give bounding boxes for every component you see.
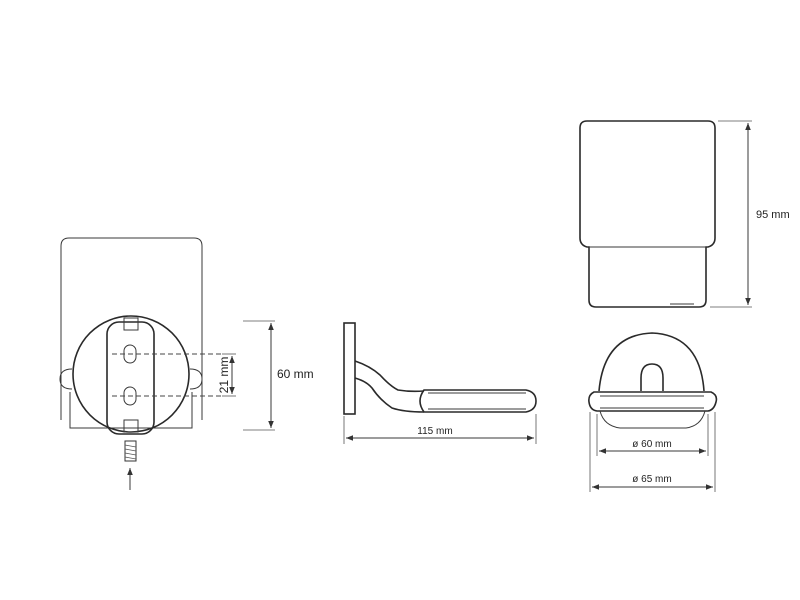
- front-right-knob: [189, 368, 203, 390]
- grub-screw-icon: [124, 440, 137, 462]
- side-view: [343, 322, 537, 415]
- front-glass-outline: [60, 237, 203, 420]
- side-arm-upper-edge: [354, 360, 425, 393]
- base-center-hole: [640, 363, 664, 391]
- base-view: [588, 332, 718, 429]
- inner-diameter-label: ø 60 mm: [632, 439, 671, 450]
- front-bottom-notch: [123, 419, 139, 433]
- hole-spacing-label: 21 mm: [217, 357, 231, 394]
- arm-length-dimension: 115 mm: [343, 414, 537, 444]
- side-wall-plate: [343, 322, 356, 415]
- front-view: [59, 237, 222, 490]
- front-backplate: [69, 392, 193, 429]
- base-lower-rim: [599, 410, 706, 429]
- inner-diameter-dimension: ø 60 mm: [596, 414, 709, 456]
- cup-height-label: 95 mm: [756, 209, 790, 221]
- hole-spacing-dimension: 21 mm: [217, 353, 236, 397]
- base-ring-band: [588, 391, 718, 412]
- front-left-knob: [59, 368, 73, 390]
- arm-length-label: 115 mm: [417, 426, 452, 437]
- front-mounting-plate: [106, 321, 155, 435]
- cup-outline: [579, 120, 716, 308]
- cup-view: [579, 120, 716, 308]
- mount-height-label: 60 mm: [277, 367, 314, 381]
- base-dome: [598, 332, 705, 392]
- front-round-base: [72, 315, 190, 433]
- outer-diameter-dimension: ø 65 mm: [589, 412, 716, 492]
- cup-height-dimension: 95 mm: [710, 120, 790, 308]
- mount-height-dimension: 60 mm: [243, 320, 314, 431]
- side-arm-lower-edge: [354, 377, 425, 413]
- side-ring-holder: [419, 389, 537, 413]
- outer-diameter-label: ø 65 mm: [632, 474, 671, 485]
- front-top-notch: [123, 317, 139, 331]
